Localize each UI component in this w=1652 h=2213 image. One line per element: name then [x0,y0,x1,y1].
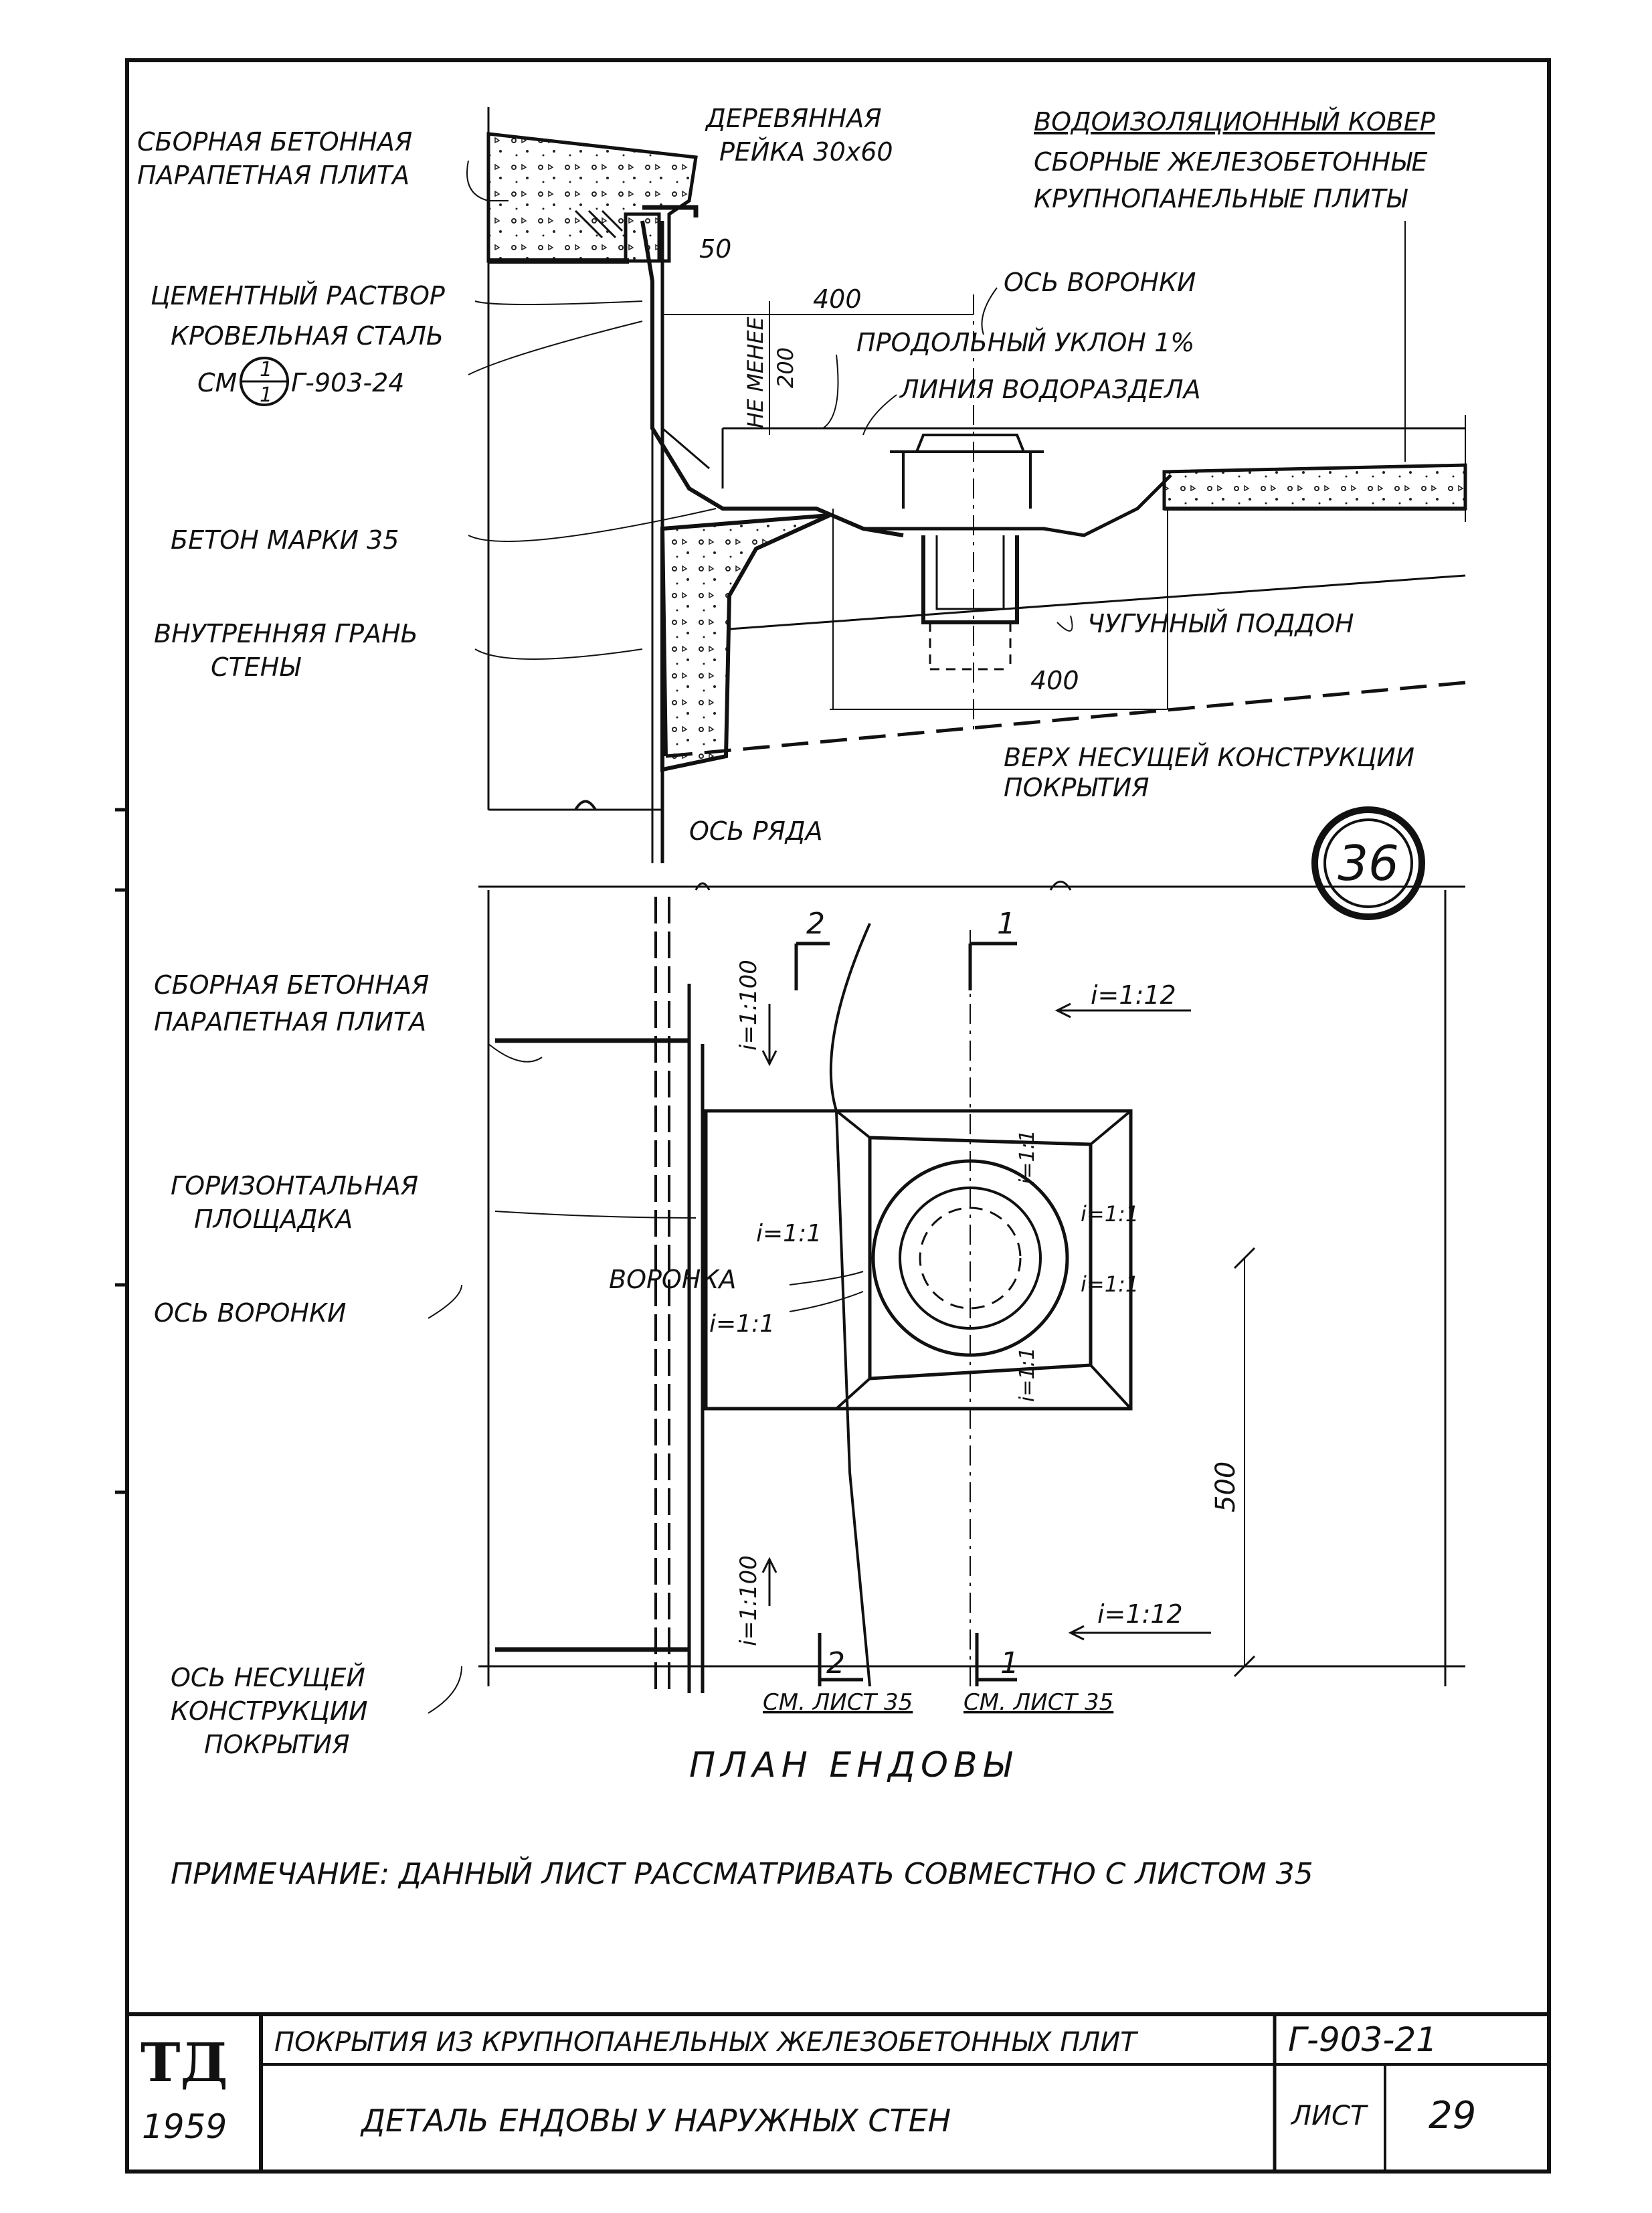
slope-1-12-top: i=1:12 [1091,980,1176,1010]
roof-steel-label: КРОВЕЛЬНАЯ СТАЛЬ [171,321,444,351]
concrete-35-label: БЕТОН МАРКИ 35 [171,525,399,555]
detail-number: 36 [1338,835,1399,891]
slope-1-1-d: i=1:1 [1081,1271,1139,1297]
section-cut-2-top [794,942,830,990]
bearing-axis-label-1: ОСЬ НЕСУЩЕЙ [171,1663,365,1692]
plan-funnel-axis-label: ОСЬ ВОРОНКИ [154,1298,346,1328]
section-1-top: 1 [997,907,1016,941]
inner-face-label-2: СТЕНЫ [211,652,301,682]
dim-min-label: НЕ МЕНЕЕ [743,316,768,428]
title-year: 1959 [142,2107,227,2146]
section-2-bottom: 2 [826,1646,845,1680]
dim-200: 200 [773,347,798,388]
sheet-frame [125,58,1551,2174]
parapet-slab [486,132,698,263]
dim-50: 50 [699,234,731,264]
slope-1-100-top: i=1:100 [735,960,762,1051]
title-block [127,2012,1549,2172]
slope-1-1-f: i=1:1 [1016,1347,1039,1402]
title-block-text: ТД 1959 ПОКРЫТИЯ ИЗ КРУПНОПАНЕЛЬНЫХ ЖЕЛЕ… [141,2020,1476,2146]
wood-strip-label-2: РЕЙКА 30х60 [719,137,893,167]
left-margin-ticks [115,808,127,1494]
see-sheet-35-b: СМ. ЛИСТ 35 [963,1689,1113,1716]
section-drawing [466,107,1467,863]
section-ref-marker [240,357,289,406]
td-logo: ТД [141,2031,228,2094]
long-slope-label: ПРОДОЛЬНЫЙ УКЛОН 1% [856,328,1194,357]
precast-slabs-label-2: КРУПНОПАНЕЛЬНЫЕ ПЛИТЫ [1034,184,1408,213]
section-cut-2-bottom [818,1633,863,1686]
slope-1-1-c: i=1:1 [1081,1201,1139,1227]
roof-steel-ref-den: 1 [260,383,272,407]
waterproof-label: ВОДОИЗОЛЯЦИОННЫЙ КОВЕР [1034,107,1435,137]
top-structure-label-1: ВЕРХ НЕСУЩЕЙ КОНСТРУКЦИИ [1004,743,1414,772]
horizontal-pad-label-2: ПЛОЩАДКА [194,1205,353,1234]
slope-1-1-a: i=1:1 [756,1220,822,1247]
parapet-slab-label-1: СБОРНАЯ БЕТОННАЯ [137,127,412,157]
plan-parapet-label-1: СБОРНАЯ БЕТОННАЯ [154,970,429,1000]
plan-labels: СБОРНАЯ БЕТОННАЯ ПАРАПЕТНАЯ ПЛИТА ГОРИЗО… [154,907,1241,1785]
parapet-slab-label-2: ПАРАПЕТНАЯ ПЛИТА [137,161,409,190]
plan-title: ПЛАН ЕНДОВЫ [689,1745,1016,1785]
roof-steel-ref-prefix: СМ [197,368,237,397]
section-1-bottom: 1 [1000,1646,1019,1680]
watershed-label: ЛИНИЯ ВОДОРАЗДЕЛА [899,375,1201,404]
sheet-title: ДЕТАЛЬ ЕНДОВЫ У НАРУЖНЫХ СТЕН [360,2103,951,2139]
dim-400-bottom: 400 [1030,666,1079,695]
slope-1-1-b: i=1:1 [709,1310,775,1338]
section-cut-1-top [968,942,1017,990]
detail-number-marker [1311,806,1425,920]
slope-1-12-bottom: i=1:12 [1097,1599,1183,1629]
section-cut-1-bottom [975,1633,1017,1686]
funnel-label: ВОРОНКА [609,1265,736,1294]
sheet-note: ПРИМЕЧАНИЕ: ДАННЫЙ ЛИСТ РАССМАТРИВАТЬ СО… [171,1856,1313,1891]
see-sheet-35-a: СМ. ЛИСТ 35 [763,1689,913,1716]
cast-iron-tray-label: ЧУГУННЫЙ ПОДДОН [1087,609,1354,638]
plan-drawing [428,881,1465,1714]
section-2-top: 2 [806,907,825,941]
cement-mortar-label: ЦЕМЕНТНЫЙ РАСТВОР [151,281,445,311]
horizontal-pad-label-1: ГОРИЗОНТАЛЬНАЯ [171,1171,418,1201]
row-axis-label: ОСЬ РЯДА [689,816,823,846]
sheet-number: 29 [1429,2094,1476,2137]
series-title: ПОКРЫТИЯ ИЗ КРУПНОПАНЕЛЬНЫХ ЖЕЛЕЗОБЕТОНН… [274,2027,1139,2058]
slope-1-100-bottom: i=1:100 [735,1555,762,1646]
slope-1-1-e: i=1:1 [1016,1130,1039,1184]
precast-slabs-label-1: СБОРНЫЕ ЖЕЛЕЗОБЕТОННЫЕ [1034,147,1427,177]
bearing-axis-label-2: КОНСТРУКЦИИ [171,1696,368,1726]
inner-face-label-1: ВНУТРЕННЯЯ ГРАНЬ [154,619,418,648]
funnel-axis-label: ОСЬ ВОРОНКИ [1004,268,1196,297]
plan-parapet-label-2: ПАРАПЕТНАЯ ПЛИТА [154,1007,426,1037]
roof-steel-ref: Г-903-24 [291,368,404,397]
concrete-fill [660,513,831,772]
funnel-section [863,434,1172,671]
top-structure-label-2: ПОКРЫТИЯ [1004,773,1150,802]
dim-400-top: 400 [813,284,862,314]
wood-strip [624,212,661,263]
dim-500: 500 [1210,1462,1241,1512]
series-code: Г-903-21 [1288,2020,1437,2059]
section-labels: ДЕРЕВЯННАЯ РЕЙКА 30х60 СБОРНАЯ БЕТОННАЯ … [137,104,1435,891]
roof-steel-ref-num: 1 [260,358,272,381]
precast-slab [1162,463,1467,511]
sheet-label: ЛИСТ [1290,2101,1369,2131]
wood-strip-label-1: ДЕРЕВЯННАЯ [705,104,882,133]
bearing-axis-label-3: ПОКРЫТИЯ [204,1730,350,1759]
